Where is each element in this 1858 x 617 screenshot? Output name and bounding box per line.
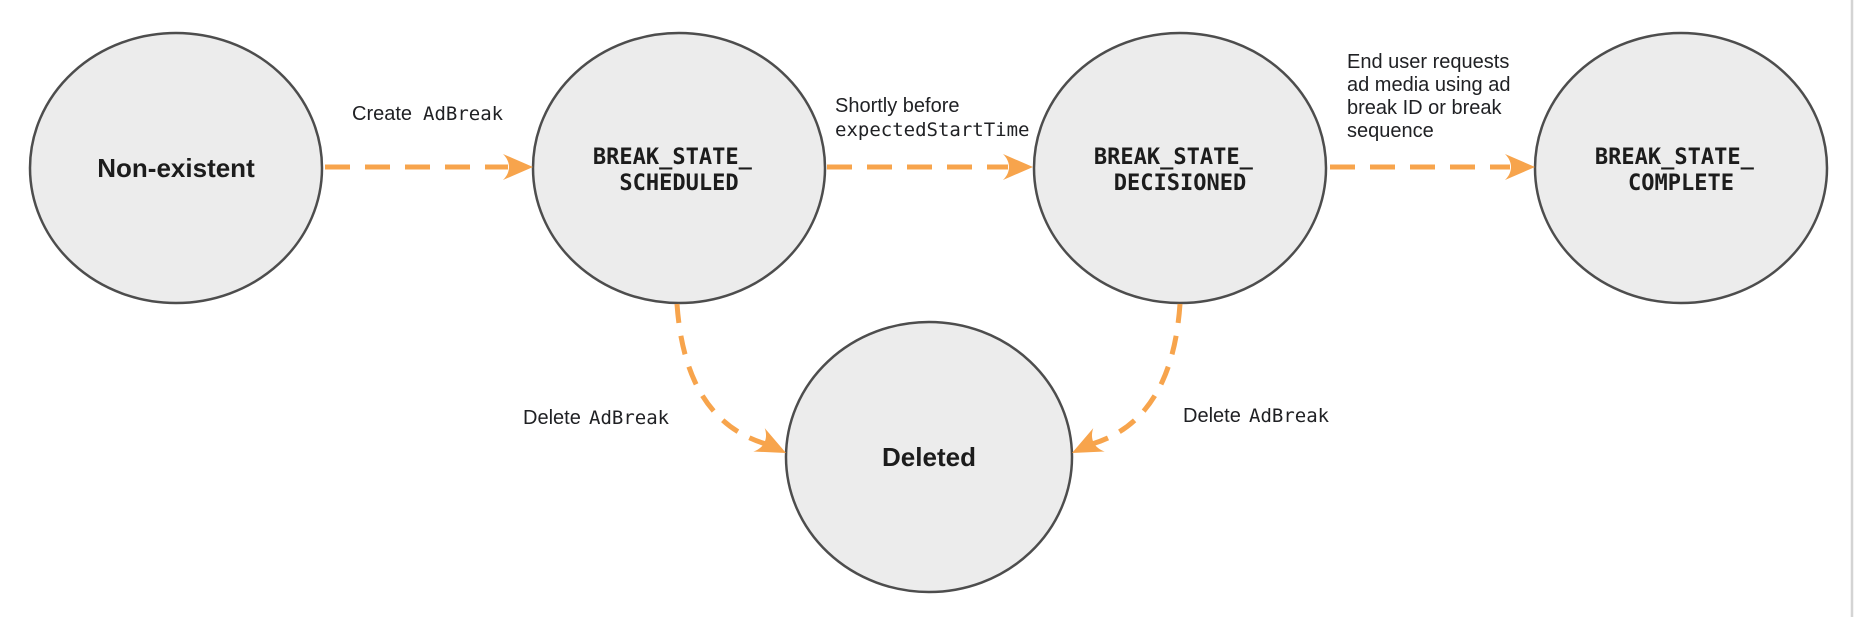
- state-node-non-existent: Non-existent: [28, 31, 324, 305]
- state-label: Non-existent: [97, 153, 255, 183]
- transition-label: Delete AdBreak: [523, 407, 670, 429]
- state-circle: [28, 31, 324, 305]
- transition-create-adbreak: Create AdBreak: [325, 103, 533, 180]
- arrowhead-icon: [1003, 154, 1033, 180]
- arrowhead-icon: [753, 428, 786, 453]
- state-circle: [1032, 31, 1328, 305]
- state-circle: [531, 31, 827, 305]
- state-node-break-state-scheduled: BREAK_STATE_ SCHEDULED: [531, 31, 827, 305]
- state-label: BREAK_STATE_ COMPLETE: [1595, 145, 1767, 196]
- transition-end-user-requests-ad-media: End user requests ad media using ad brea…: [1330, 51, 1535, 180]
- arrowhead-icon: [1072, 428, 1105, 453]
- state-node-break-state-complete: BREAK_STATE_ COMPLETE: [1533, 31, 1829, 305]
- state-circle: [784, 320, 1074, 594]
- state-node-deleted: Deleted: [784, 320, 1074, 594]
- transition-dashed-curve: [1091, 303, 1183, 447]
- transition-label: Shortly before expectedStartTime: [835, 95, 1029, 141]
- state-label: BREAK_STATE_ DECISIONED: [1094, 145, 1266, 196]
- arrowhead-icon: [1505, 154, 1535, 180]
- transition-label: Create AdBreak: [352, 103, 504, 125]
- state-label: BREAK_STATE_ SCHEDULED: [593, 145, 765, 196]
- arrowhead-icon: [503, 154, 533, 180]
- transition-label: Delete AdBreak: [1183, 405, 1330, 427]
- transition-delete-adbreak-from-scheduled: Delete AdBreak: [523, 303, 786, 453]
- transition-delete-adbreak-from-decisioned: Delete AdBreak: [1072, 303, 1330, 453]
- state-label: Deleted: [882, 442, 976, 472]
- transition-shortly-before-expectedstarttime: Shortly before expectedStartTime: [827, 95, 1033, 180]
- state-node-break-state-decisioned: BREAK_STATE_ DECISIONED: [1032, 31, 1328, 305]
- transition-label: End user requests ad media using ad brea…: [1347, 51, 1516, 142]
- state-circle: [1533, 31, 1829, 305]
- transition-dashed-curve: [674, 303, 767, 447]
